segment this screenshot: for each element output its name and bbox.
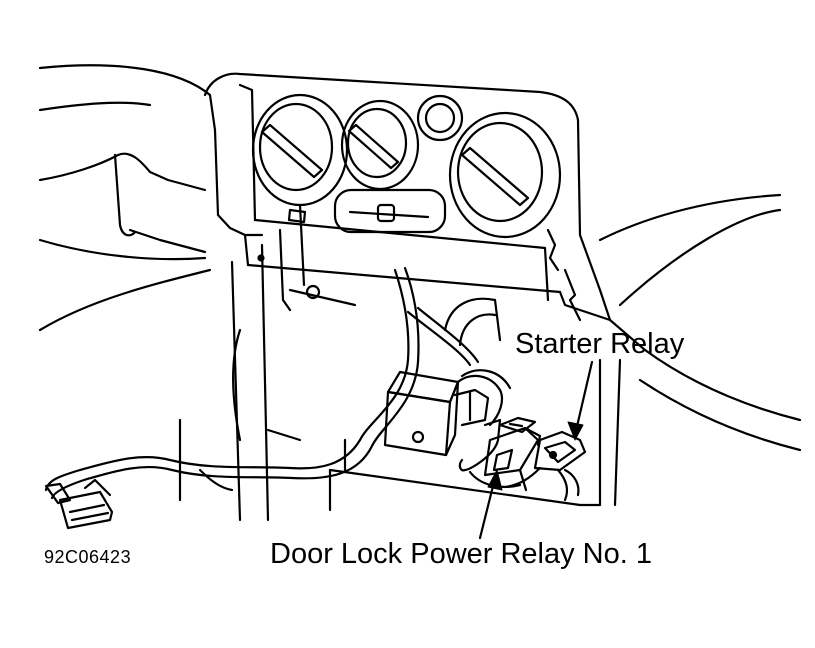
door-lock-power-relay-label: Door Lock Power Relay No. 1 bbox=[270, 538, 652, 570]
door-lock-relay-connectors bbox=[460, 418, 585, 500]
center-console bbox=[205, 74, 610, 520]
knob-small bbox=[418, 96, 462, 140]
starter-relay-label: Starter Relay bbox=[515, 328, 685, 360]
door-lock-relay-arrowhead bbox=[488, 470, 502, 490]
lower-console bbox=[180, 350, 800, 510]
wire-harness bbox=[46, 268, 478, 528]
knob-left bbox=[253, 95, 347, 205]
knob-right bbox=[450, 113, 560, 237]
knob-center bbox=[342, 101, 418, 189]
figure-id-label: 92C06423 bbox=[44, 547, 132, 567]
slider-panel bbox=[335, 190, 445, 232]
starter-relay-arrowhead bbox=[568, 422, 583, 440]
starter-relay-leader bbox=[575, 362, 592, 435]
relay-connector-a bbox=[485, 418, 540, 475]
starter-relay-body bbox=[385, 370, 510, 455]
control-knobs bbox=[253, 95, 560, 237]
relay-connector-b bbox=[535, 432, 585, 500]
right-trim bbox=[445, 195, 780, 350]
leader-arrows bbox=[480, 362, 592, 538]
dashboard-outline bbox=[40, 65, 215, 330]
